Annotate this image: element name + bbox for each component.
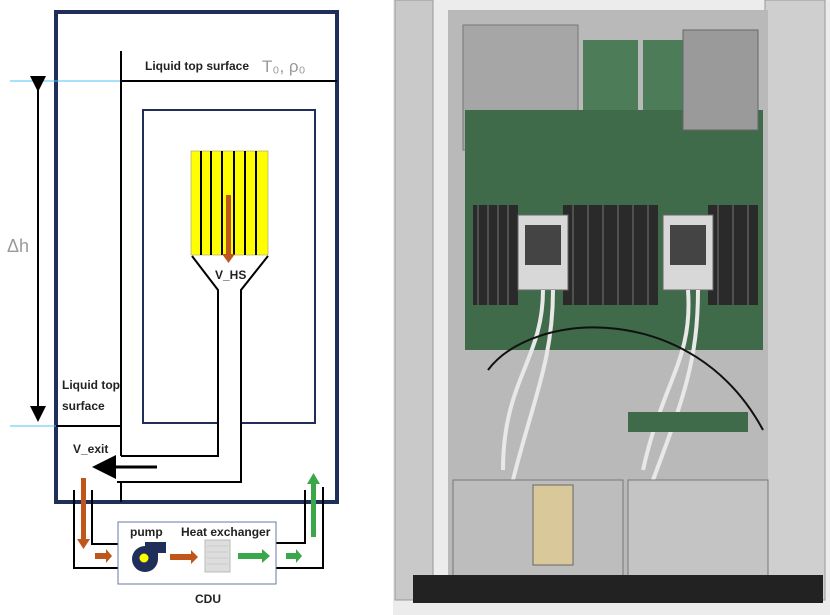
outlet-pipe-left xyxy=(121,255,219,457)
hot-flow-arrow-cdu-in xyxy=(95,549,112,563)
immersion-cooling-diagram: Liquid top surface T₀, ρ₀ Δh V_HS Liquid… xyxy=(7,10,339,606)
m2-card xyxy=(628,412,748,432)
supply-pipe-outer xyxy=(276,487,324,569)
upper-surface-label: Liquid top surface xyxy=(145,59,249,73)
dimm-slots xyxy=(473,205,758,305)
coolant-tubes xyxy=(501,289,700,481)
pump-icon xyxy=(132,542,166,572)
hot-flow-arrow-heatsink xyxy=(222,195,235,263)
return-pipe-inner xyxy=(91,490,118,545)
outlet-pipe-right xyxy=(117,255,269,502)
heat-exchanger-label: Heat exchanger xyxy=(181,525,271,539)
return-pipe-outer xyxy=(73,490,118,569)
cdu-label: CDU xyxy=(195,592,221,606)
lower-surface-label-2: surface xyxy=(62,399,105,413)
cold-flow-arrow-up xyxy=(307,473,320,537)
cold-flow-arrow-cdu-out xyxy=(286,549,302,563)
riser-card-1 xyxy=(583,40,638,110)
hot-flow-arrow-down xyxy=(77,478,90,549)
heat-exchanger-icon xyxy=(204,539,231,573)
front-panel xyxy=(413,575,823,603)
server-photo xyxy=(393,0,830,615)
left-rail xyxy=(394,0,434,601)
pump-label: pump xyxy=(130,525,163,539)
cold-flow-arrow-hx xyxy=(238,549,270,563)
riser-bracket xyxy=(682,29,759,131)
delta-h-label: Δh xyxy=(7,236,29,256)
v-hs-label: V_HS xyxy=(215,268,246,282)
front-drive-bay-right xyxy=(627,479,769,581)
lower-surface-label-1: Liquid top xyxy=(62,378,120,392)
right-rail xyxy=(764,0,826,601)
hot-flow-arrow-pump xyxy=(170,550,198,564)
supply-pipe-inner xyxy=(276,490,306,544)
reference-state-label: T₀, ρ₀ xyxy=(262,57,306,76)
v-exit-label: V_exit xyxy=(73,442,108,456)
outer-tank xyxy=(54,10,339,504)
heatsink-fins xyxy=(200,151,257,255)
riser-card-2 xyxy=(643,40,683,110)
